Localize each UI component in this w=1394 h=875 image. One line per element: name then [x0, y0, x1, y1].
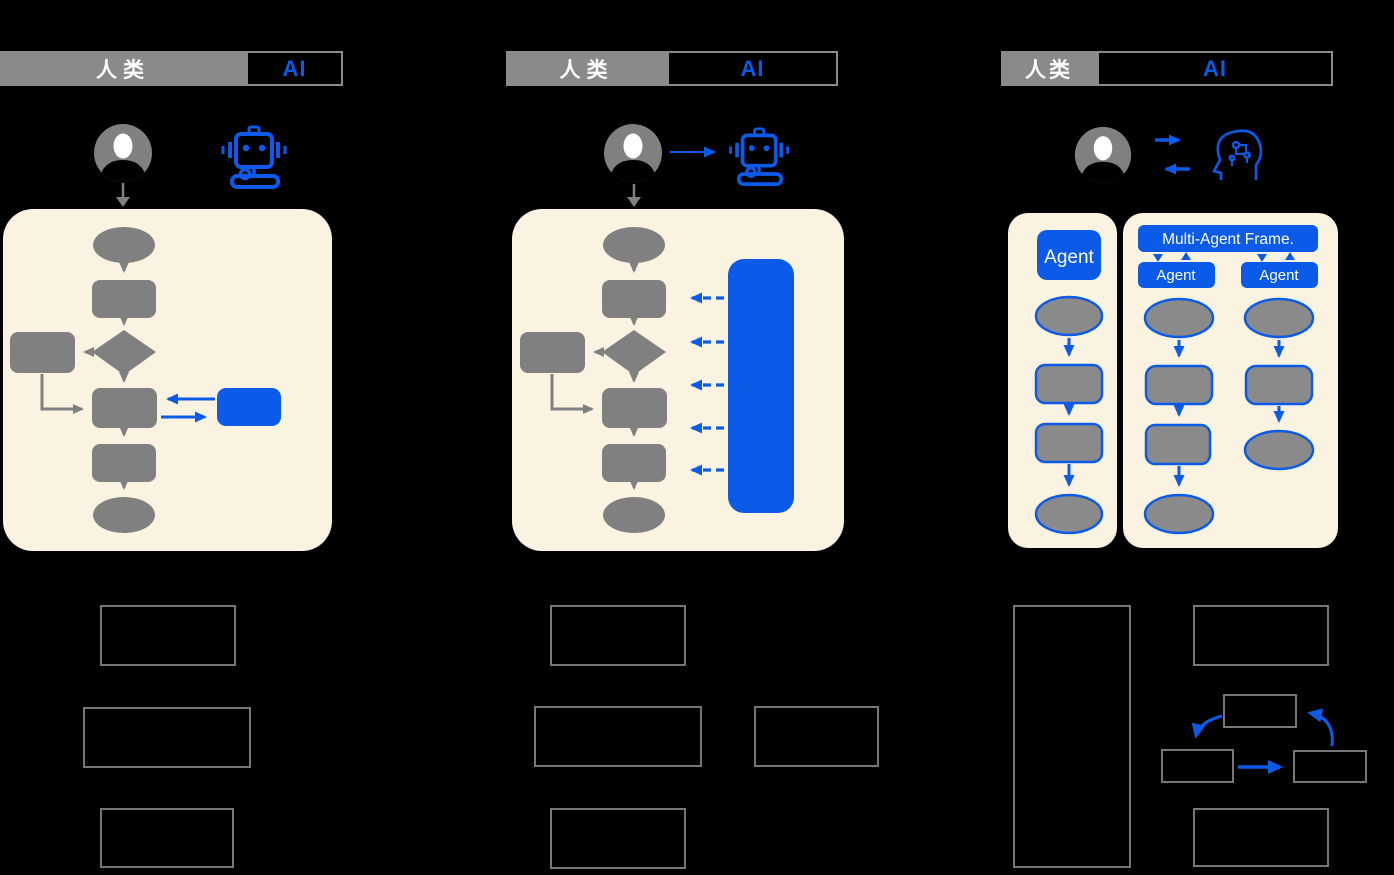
- caption-box: [1193, 605, 1329, 666]
- col-right-actors: [1075, 127, 1263, 184]
- col-left-flow-panel: [3, 209, 332, 551]
- robot-icon: [728, 127, 790, 186]
- arrow-up-icon: [1181, 252, 1191, 260]
- header-ai-middle-label: AI: [740, 55, 765, 81]
- ai-agent-column-box: [728, 259, 794, 513]
- arrow-down-icon: [627, 197, 641, 207]
- arrow-down-icon: [1153, 254, 1163, 262]
- cycle-arrow-right-to-top: [1307, 708, 1334, 747]
- header-human-left: 人类: [0, 51, 246, 86]
- single-agent-panel: Agent: [1008, 213, 1117, 548]
- flow-side-rect: [520, 332, 585, 373]
- header-human-right-label: 人类: [1025, 58, 1073, 82]
- arrow-down-icon: [1257, 254, 1267, 262]
- header-human-middle: 人类: [506, 51, 667, 86]
- flow-panel-background: [3, 209, 332, 551]
- cycle-box-right: [1293, 750, 1367, 783]
- flow-process-rect: [92, 388, 157, 428]
- flow-start-ellipse: [1034, 295, 1104, 337]
- flow-process-rect: [1034, 363, 1104, 405]
- ai-assist-box: [217, 388, 281, 426]
- caption-box: [754, 706, 879, 767]
- flow-process-rect: [602, 444, 666, 482]
- ai-head-icon: [1212, 129, 1263, 182]
- user-avatar-icon: [94, 124, 152, 183]
- flow-start-ellipse: [1243, 297, 1315, 339]
- user-avatar-icon: [1075, 127, 1131, 184]
- cycle-box-top: [1223, 694, 1297, 728]
- flow-process-rect: [1144, 423, 1212, 466]
- multi-agent-panel: Multi-Agent Frame. Agent Agent: [1123, 213, 1338, 548]
- header-human-left-label: 人类: [96, 58, 150, 82]
- flow-start-ellipse: [603, 227, 665, 263]
- flow-end-ellipse: [1034, 493, 1104, 535]
- agent-box: [1037, 230, 1101, 280]
- caption-box: [550, 605, 686, 666]
- col-left-actors: [94, 124, 287, 207]
- cycle-arrow-top-to-left: [1191, 714, 1223, 739]
- caption-box-tall: [1013, 605, 1131, 868]
- caption-box: [83, 707, 251, 768]
- flow-start-ellipse: [93, 227, 155, 263]
- header-ai-middle: AI: [667, 51, 838, 86]
- multi-agent-frame-label: Multi-Agent Frame.: [1162, 231, 1294, 248]
- header-ai-left-label: AI: [282, 55, 307, 81]
- sub-agent-box: [1241, 262, 1318, 288]
- col-middle-flow-panel: [512, 209, 844, 551]
- header-ai-right-label: AI: [1203, 55, 1227, 81]
- flow-decision-diamond: [92, 330, 156, 375]
- flow-end-ellipse: [93, 497, 155, 533]
- header-ai-left: AI: [246, 51, 343, 86]
- flow-panel-background: [512, 209, 844, 551]
- arrow-down-icon: [116, 197, 130, 207]
- agent-label: Agent: [1044, 247, 1094, 268]
- flow-end-ellipse: [1143, 493, 1215, 535]
- robot-icon: [221, 125, 287, 189]
- flow-process-rect: [1144, 364, 1214, 406]
- flow-process-rect: [602, 388, 667, 428]
- flow-loop-connector: [550, 374, 594, 414]
- flow-process-rect: [92, 280, 156, 318]
- flow-process-rect: [602, 280, 666, 318]
- sub-agent-label: Agent: [1259, 267, 1299, 284]
- header-ai-right: AI: [1097, 51, 1333, 86]
- arrow-up-icon: [1285, 252, 1295, 260]
- caption-box: [534, 706, 702, 767]
- caption-box: [1193, 808, 1329, 867]
- caption-box: [550, 808, 686, 869]
- header-human-right: 人类: [1001, 51, 1097, 86]
- flow-side-rect: [10, 332, 75, 373]
- caption-box: [100, 808, 234, 868]
- flow-loop-connector: [40, 374, 84, 414]
- cycle-box-left: [1161, 749, 1234, 783]
- flow-start-ellipse: [1143, 297, 1215, 339]
- user-avatar-icon: [604, 124, 662, 183]
- cycle-arrows: [1191, 708, 1334, 774]
- header-human-middle-label: 人类: [559, 58, 614, 82]
- flow-process-rect: [1244, 364, 1314, 406]
- flow-process-rect: [1034, 422, 1104, 464]
- sub-agent-box: [1138, 262, 1215, 288]
- caption-box: [100, 605, 236, 666]
- flow-end-ellipse: [1243, 429, 1315, 471]
- sub-agent-label: Agent: [1156, 267, 1196, 284]
- flow-decision-diamond: [602, 330, 666, 375]
- flow-process-rect: [92, 444, 156, 482]
- col-middle-actors: [604, 124, 790, 207]
- flow-end-ellipse: [603, 497, 665, 533]
- multi-agent-frame-box: [1138, 225, 1318, 252]
